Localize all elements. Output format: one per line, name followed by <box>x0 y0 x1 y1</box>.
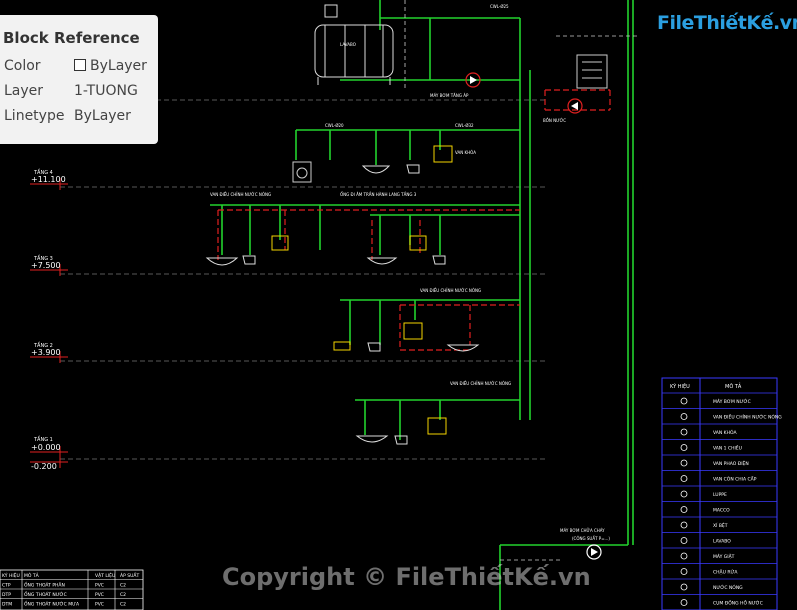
pipe-spec-table[interactable]: KÝ HIỆU MÔ TẢ VẬT LIỆU ÁP SUẤT CTP ỐNG THOÁT … <box>0 569 144 610</box>
legend-col-1: KÝ HIỆU <box>670 382 690 390</box>
legend-symbol-icon <box>680 413 688 420</box>
level-elevation: +7.500 <box>31 261 61 270</box>
legend-symbol-icon <box>680 459 688 467</box>
pipe-table-cell: DTP <box>2 592 11 598</box>
prop-label-layer: Layer <box>4 83 44 99</box>
level-name: TẦNG 3 <box>33 254 53 262</box>
pipe-table-cell: PVC <box>95 592 104 598</box>
bottom-note: (CÔNG SUẤT P=...) <box>572 536 610 541</box>
red-hot-lines <box>217 89 611 351</box>
pipe-table-cell: ỐNG THOÁT NƯỚC <box>24 590 67 598</box>
pipe-table-cell: PVC <box>95 583 104 589</box>
legend-item-label: CHẬU RỬA <box>713 568 738 576</box>
level-name: TẦNG 2 <box>33 341 53 349</box>
pipe-table-cell: C2 <box>120 602 126 608</box>
pipe-table-cell: CTP <box>2 583 11 589</box>
pipe-table-header: MÔ TẢ <box>24 571 40 579</box>
pipe-table-header: ÁP SUẤT <box>120 571 139 579</box>
legend-symbol-icon <box>680 537 688 544</box>
valve-label: VAN ĐIỀU CHỈNH NƯỚC NÓNG <box>420 288 481 293</box>
yellow-valves <box>271 145 453 435</box>
pipe-label: CWL-Ø20 <box>325 123 344 128</box>
valve-label: VAN ĐIỀU CHỈNH NƯỚC NÓNG <box>450 381 511 386</box>
pipe-table-cell: ỐNG THOÁT NƯỚC MƯA <box>24 600 80 608</box>
prop-label-linetype: Linetype <box>4 108 65 124</box>
floor-lines <box>60 99 545 460</box>
legend-symbol-icon <box>680 444 688 451</box>
color-swatch-icon <box>74 59 86 71</box>
pump-label: MÁY BƠM TĂNG ÁP <box>430 93 469 98</box>
prop-label-color: Color <box>4 58 41 74</box>
legend-symbol-icon <box>680 521 688 529</box>
legend-item-label: MÁY GIẶT <box>713 553 735 560</box>
legend-symbol-icon <box>680 428 688 436</box>
legend-symbol-icon <box>680 583 688 591</box>
level-elevation-2: -0.200 <box>31 462 57 471</box>
white-dashed <box>404 0 640 561</box>
legend-item-label: VAN CÔN CHIA CẤP <box>713 475 757 483</box>
prop-value-color: ByLayer <box>74 58 147 74</box>
legend-item-label: MACCO <box>713 508 730 514</box>
annotations: LAVABO MÁY BƠM TĂNG ÁP BỒN NƯỚC CWL-Ø25 … <box>210 4 610 541</box>
valve-label: VAN ĐIỀU CHỈNH NƯỚC NÓNG <box>210 192 271 197</box>
legend-item-label: VAN KHÓA <box>713 429 737 436</box>
property-tooltip: Block Reference Color ByLayer Layer 1-TU… <box>0 15 158 144</box>
legend-item-label: LUPPE <box>713 492 727 498</box>
water-tank[interactable] <box>314 4 394 85</box>
pipe-table-cell: C2 <box>120 592 126 598</box>
pump-icon[interactable] <box>465 72 602 560</box>
pipe-table-cell: ỐNG THOÁT PHÂN <box>24 581 65 589</box>
valve-label: VAN KHÓA <box>455 150 476 155</box>
level-elevation: +11.100 <box>31 175 66 184</box>
level-elevation: +0.000 <box>31 443 61 452</box>
legend-item-label: CỤM ĐỒNG HỒ NƯỚC <box>713 598 763 607</box>
site-logo: FileThiếtKế.vn <box>657 12 797 34</box>
prop-value-text: ByLayer <box>90 58 147 74</box>
pipe-label: CWL-Ø25 <box>490 4 509 9</box>
level-markers: TẦNG 4 +11.100 TẦNG 3 +7.500 TẦNG 2 +3.9… <box>30 168 68 471</box>
legend-symbol-icon <box>680 552 688 560</box>
pipe-note: ỐNG ĐI ÂM TRẦN HÀNH LANG TẦNG 3 <box>340 192 417 197</box>
tooltip-title: Block Reference <box>3 29 140 47</box>
legend-item-label: NƯỚC NÓNG <box>713 584 743 591</box>
legend-item-label: VAN 1 CHIỀU <box>713 444 742 452</box>
legend-item-label: XÍ BỆT <box>713 521 728 529</box>
legend-item-label: VAN ĐIỀU CHỈNH NƯỚC NÓNG <box>713 413 782 421</box>
prop-value-linetype: ByLayer <box>74 108 131 124</box>
legend-item-label: VAN PHAO ĐIỆN <box>713 459 749 467</box>
legend-col-2: MÔ TẢ <box>725 382 742 390</box>
legend-symbol-icon <box>680 490 688 498</box>
pipe-table-cell: DTM <box>2 602 12 608</box>
copyright-watermark: Copyright © FileThiếtKế.vn <box>222 563 591 591</box>
legend-table[interactable]: KÝ HIỆU MÔ TẢ MÁY BƠM NƯỚC VAN ĐIỀU CHỈNH… <box>661 377 782 610</box>
washing-machine-icon[interactable] <box>292 161 312 183</box>
legend-item-label: MÁY BƠM NƯỚC <box>713 398 751 405</box>
bottom-note: MÁY BƠM CHỮA CHÁY <box>560 528 605 533</box>
legend-symbol-icon <box>680 599 688 606</box>
legend-symbol-icon <box>680 568 688 575</box>
legend-item-label: LAVABO <box>713 539 731 545</box>
pipe-label: CWL-Ø32 <box>455 123 474 128</box>
pump2-label: BỒN NƯỚC <box>543 118 566 123</box>
legend-symbol-icon <box>680 397 688 405</box>
level-name: TẦNG 4 <box>33 168 53 176</box>
tank-label: LAVABO <box>340 42 356 47</box>
pipe-table-cell: PVC <box>95 602 104 608</box>
pipe-table-header: KÝ HIỆU <box>2 571 20 579</box>
pipe-table-header: VẬT LIỆU <box>95 571 115 579</box>
legend-symbol-icon <box>680 506 688 513</box>
legend-symbol-icon <box>680 475 688 482</box>
level-elevation: +3.900 <box>31 348 61 357</box>
level-name: TẦNG 1 <box>33 435 53 443</box>
pipe-table-cell: C2 <box>120 583 126 589</box>
prop-value-layer: 1-TUONG <box>74 83 138 99</box>
heater-cabinet-icon[interactable] <box>576 54 608 89</box>
